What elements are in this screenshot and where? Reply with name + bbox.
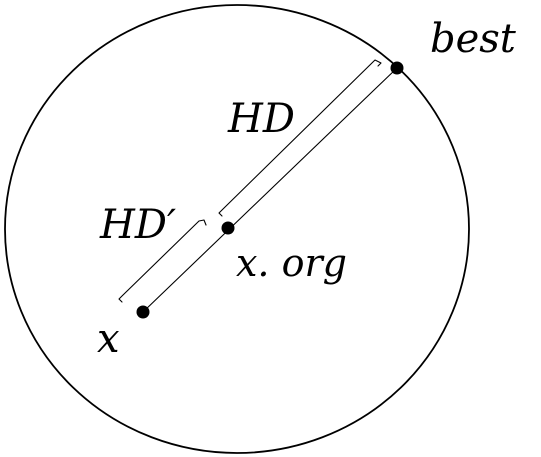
hd-bracket: [218, 59, 382, 217]
search-space-circle: [4, 4, 470, 454]
hd-prime-label: HD′: [99, 202, 176, 248]
best-label: best: [430, 16, 517, 62]
x-label: x: [97, 316, 120, 362]
x-org-label: x. org: [236, 241, 347, 285]
best-point: [390, 61, 404, 75]
hd-label: HD: [227, 96, 295, 142]
x-point: [136, 305, 150, 319]
x-org-point: [221, 221, 235, 235]
hd-prime-bracket: [118, 219, 207, 303]
distance-line: [142, 67, 398, 313]
